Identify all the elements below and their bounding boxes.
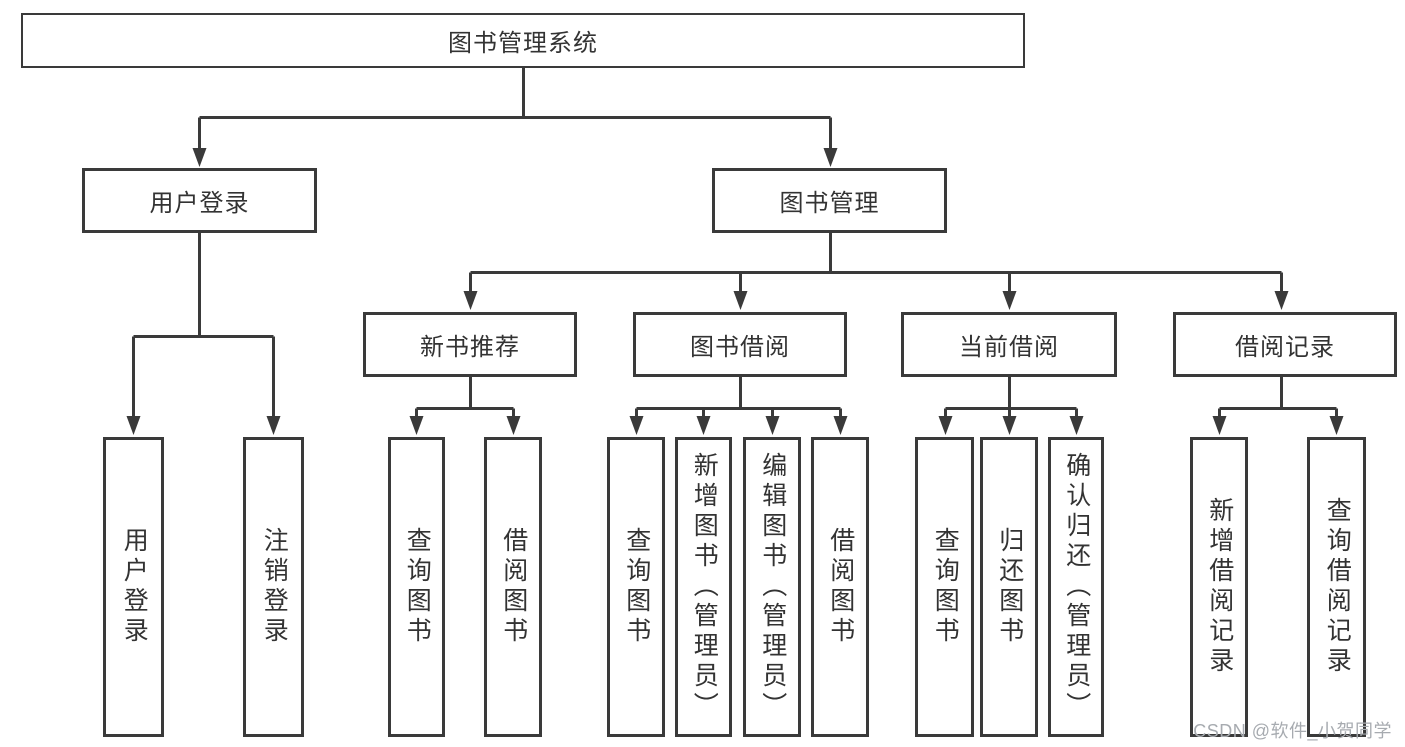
leaf-user-login: 用户登录 [103,437,164,737]
watermark: CSDN @软件_小贺同学 [1193,721,1392,741]
leaf-add-book-admin: 新增图书（管理员） [675,437,732,737]
node-root: 图书管理系统 [21,13,1025,68]
leaf-edit-book-admin-label: 编辑图书（管理员） [758,452,787,722]
leaf-logout: 注销登录 [243,437,304,737]
leaf-borrow-books-recommend: 借阅图书 [484,437,542,737]
node-book-borrowing: 图书借阅 [633,312,847,377]
leaf-add-borrow-record-label: 新增借阅记录 [1205,497,1234,677]
leaf-confirm-return-admin: 确认归还（管理员） [1048,437,1104,737]
node-current-borrowing: 当前借阅 [901,312,1117,377]
leaf-query-books-current-label: 查询图书 [931,527,960,647]
leaf-query-books-borrowing-label: 查询图书 [622,527,651,647]
leaf-user-login-label: 用户登录 [120,527,149,647]
leaf-borrow-books-borrowing: 借阅图书 [811,437,869,737]
node-borrowing-records-label: 借阅记录 [1235,334,1335,361]
leaf-query-borrow-record: 查询借阅记录 [1307,437,1366,737]
leaf-return-books: 归还图书 [980,437,1038,737]
leaf-borrow-books-borrowing-label: 借阅图书 [826,527,855,647]
node-current-borrowing-label: 当前借阅 [959,334,1059,361]
leaf-confirm-return-admin-label: 确认归还（管理员） [1062,452,1091,722]
leaf-query-books-recommend: 查询图书 [388,437,445,737]
node-root-label: 图书管理系统 [448,30,598,57]
leaf-edit-book-admin: 编辑图书（管理员） [743,437,801,737]
node-new-book-recommend-label: 新书推荐 [420,334,520,361]
leaf-borrow-books-recommend-label: 借阅图书 [499,527,528,647]
node-book-management: 图书管理 [712,168,947,233]
node-new-book-recommend: 新书推荐 [363,312,577,377]
leaf-query-books-current: 查询图书 [915,437,974,737]
node-user-login: 用户登录 [82,168,317,233]
node-book-management-label: 图书管理 [779,190,880,217]
leaf-query-borrow-record-label: 查询借阅记录 [1323,497,1352,677]
node-user-login-label: 用户登录 [149,190,250,217]
node-book-borrowing-label: 图书借阅 [690,334,790,361]
leaf-query-books-borrowing: 查询图书 [607,437,665,737]
leaf-return-books-label: 归还图书 [995,527,1024,647]
leaf-query-books-recommend-label: 查询图书 [403,527,432,647]
leaf-add-borrow-record: 新增借阅记录 [1190,437,1248,737]
leaf-logout-label: 注销登录 [260,527,289,647]
leaf-add-book-admin-label: 新增图书（管理员） [690,452,719,722]
node-borrowing-records: 借阅记录 [1173,312,1397,377]
